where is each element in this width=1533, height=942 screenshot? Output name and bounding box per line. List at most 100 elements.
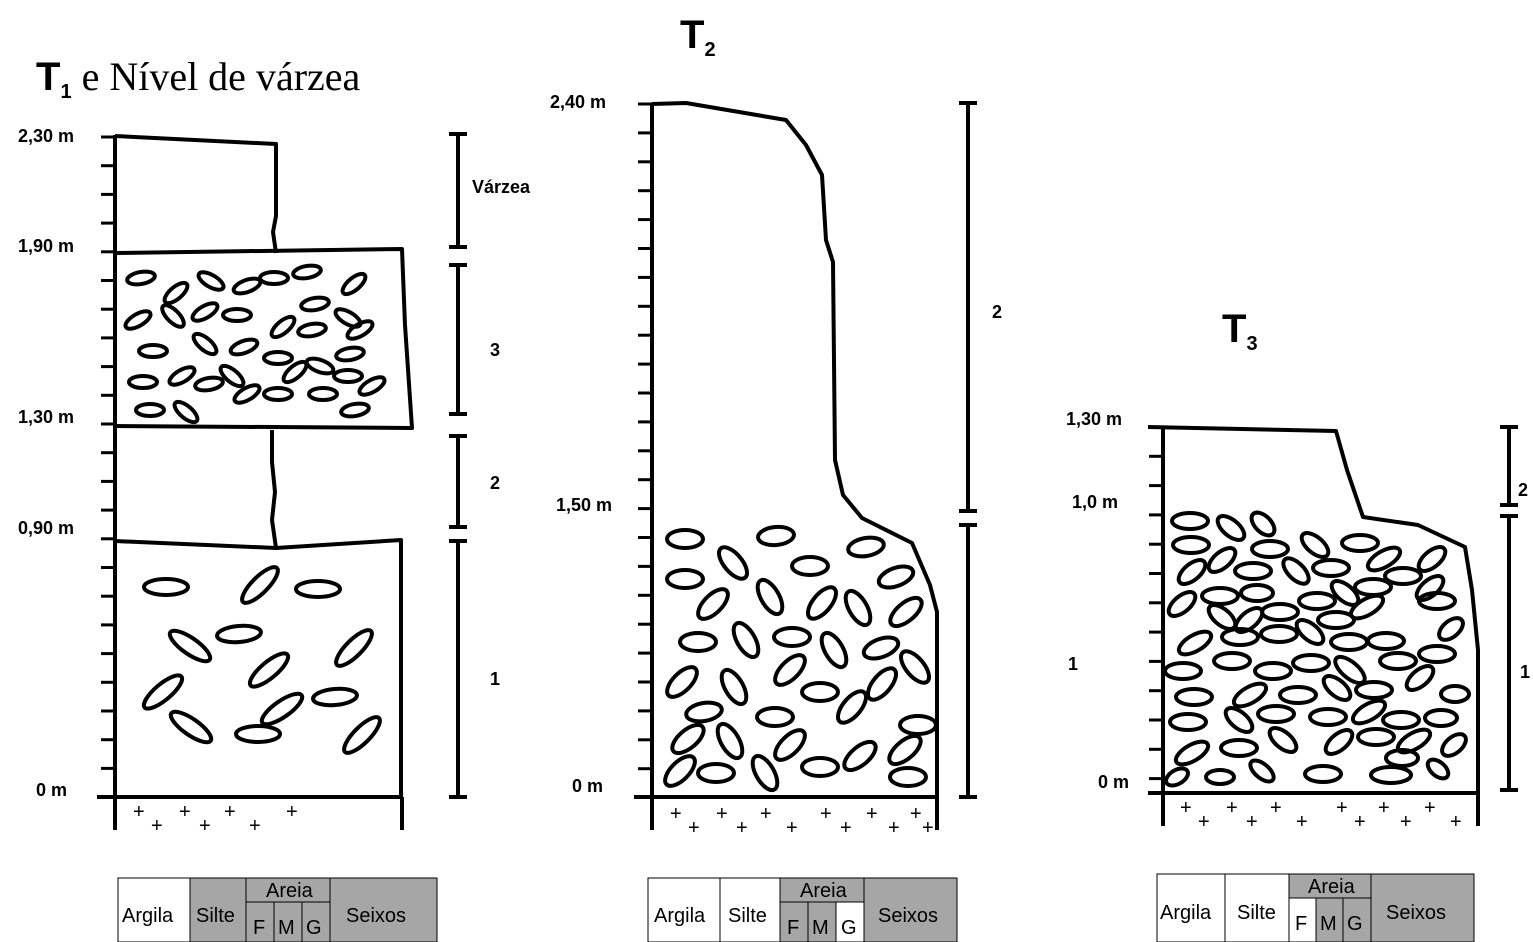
- pebble: [357, 375, 387, 397]
- pebble: [665, 528, 705, 550]
- pebble: [340, 271, 368, 297]
- pebble: [1176, 629, 1214, 657]
- svg-text:+: +: [716, 803, 728, 825]
- svg-text:+: +: [1424, 797, 1436, 819]
- svg-text:+: +: [820, 803, 832, 825]
- t3-title: T3: [1222, 307, 1258, 355]
- pebble: [134, 402, 166, 418]
- pebble: [228, 337, 260, 357]
- pebble: [888, 595, 924, 629]
- legend-g-label: G: [1347, 913, 1363, 935]
- pebble: [247, 651, 291, 689]
- t3-depth-label: 0 m: [1098, 772, 1129, 792]
- t2-depth-label: 1,50 m: [556, 495, 612, 515]
- legend-m-label: M: [812, 917, 829, 939]
- t2-profile-outline: [651, 101, 939, 797]
- t3-depth-label: 1,30 m: [1066, 409, 1122, 429]
- pebble: [665, 568, 705, 590]
- legend-silte-label: Silte: [1237, 902, 1276, 924]
- t3-depth-axis: [1149, 425, 1165, 826]
- pebble: [805, 585, 839, 621]
- pebble: [262, 386, 294, 402]
- pebble: [1417, 591, 1457, 611]
- pebble: [1383, 566, 1423, 586]
- pebble: [1348, 593, 1386, 621]
- pebble: [1294, 618, 1326, 646]
- pebble: [790, 555, 830, 577]
- pebble: [1321, 674, 1353, 702]
- pebble: [1256, 704, 1296, 724]
- pebble: [262, 350, 294, 366]
- profile-t1: T1 e Nível de várzea 2,30 m 1,90 m 1,30 …: [18, 54, 531, 837]
- pebble: [665, 665, 699, 699]
- svg-text:+: +: [736, 817, 748, 839]
- t1-depth-label: 1,30 m: [18, 407, 74, 427]
- pebble: [342, 715, 382, 755]
- pebble: [773, 653, 807, 687]
- pebble: [125, 269, 157, 287]
- t3-layer-label: 2: [1518, 480, 1528, 500]
- pebble: [231, 276, 263, 296]
- pebble: [1170, 511, 1210, 531]
- svg-text:+: +: [1378, 797, 1390, 819]
- pebble: [1267, 726, 1299, 754]
- pebble: [142, 577, 190, 597]
- t1-layer-3: [114, 247, 414, 430]
- legend-seixos-label: Seixos: [346, 905, 406, 927]
- pebble: [819, 630, 849, 670]
- svg-text:+: +: [1450, 811, 1462, 833]
- t1-depth-label: 2,30 m: [18, 126, 74, 146]
- svg-text:+: +: [133, 801, 145, 823]
- pebble: [1439, 684, 1471, 704]
- pebble: [696, 587, 730, 621]
- t1-varzea-layer: [114, 134, 278, 254]
- t1-title: T1 e Nível de várzea: [36, 54, 361, 103]
- pebble: [800, 756, 840, 778]
- pebble: [715, 721, 745, 761]
- legend-areia-label: Areia: [1308, 876, 1356, 898]
- pebble: [299, 295, 331, 313]
- pebble: [137, 343, 169, 359]
- t1-layer-label: Várzea: [472, 177, 531, 197]
- pebble: [1311, 558, 1351, 578]
- pebble: [240, 565, 280, 605]
- svg-text:+: +: [1226, 797, 1238, 819]
- pebble: [1204, 768, 1236, 786]
- t1-grain-size-legend: Argila Silte Areia F M G Seixos: [117, 877, 438, 942]
- svg-text:+: +: [1400, 811, 1412, 833]
- t1-layer-label: 2: [490, 473, 500, 493]
- t1-depth-label: 1,90 m: [18, 236, 74, 256]
- legend-f-label: F: [1295, 913, 1307, 935]
- pebble: [1176, 558, 1208, 586]
- pebble: [334, 628, 374, 668]
- pebble: [1206, 546, 1238, 574]
- profile-t2: T2 2,40 m 1,50 m 0 m + + + + + + + + + +…: [550, 13, 1002, 839]
- pebble: [215, 623, 263, 645]
- pebble: [196, 270, 226, 292]
- pebble: [755, 577, 785, 617]
- svg-text:+: +: [151, 815, 163, 837]
- pebble: [755, 706, 795, 728]
- pebble: [1212, 651, 1252, 671]
- t3-pebble-group: [1163, 510, 1471, 788]
- t3-depth-label: 1,0 m: [1072, 492, 1118, 512]
- pebble: [221, 307, 253, 323]
- pebble: [1356, 727, 1396, 747]
- pebble: [750, 753, 780, 793]
- pebble: [1171, 535, 1211, 555]
- pebble: [259, 691, 305, 727]
- legend-f-label: F: [253, 917, 265, 939]
- pebble: [269, 314, 297, 340]
- pebble: [843, 588, 873, 628]
- pebble: [1291, 653, 1331, 673]
- pebble: [835, 689, 869, 725]
- svg-text:+: +: [224, 801, 236, 823]
- svg-text:+: +: [888, 817, 900, 839]
- pebble: [1378, 651, 1418, 671]
- pebble: [1281, 556, 1311, 586]
- svg-text:+: +: [688, 817, 700, 839]
- pebble: [670, 722, 706, 756]
- pebble: [1350, 698, 1388, 726]
- pebble: [1323, 728, 1355, 756]
